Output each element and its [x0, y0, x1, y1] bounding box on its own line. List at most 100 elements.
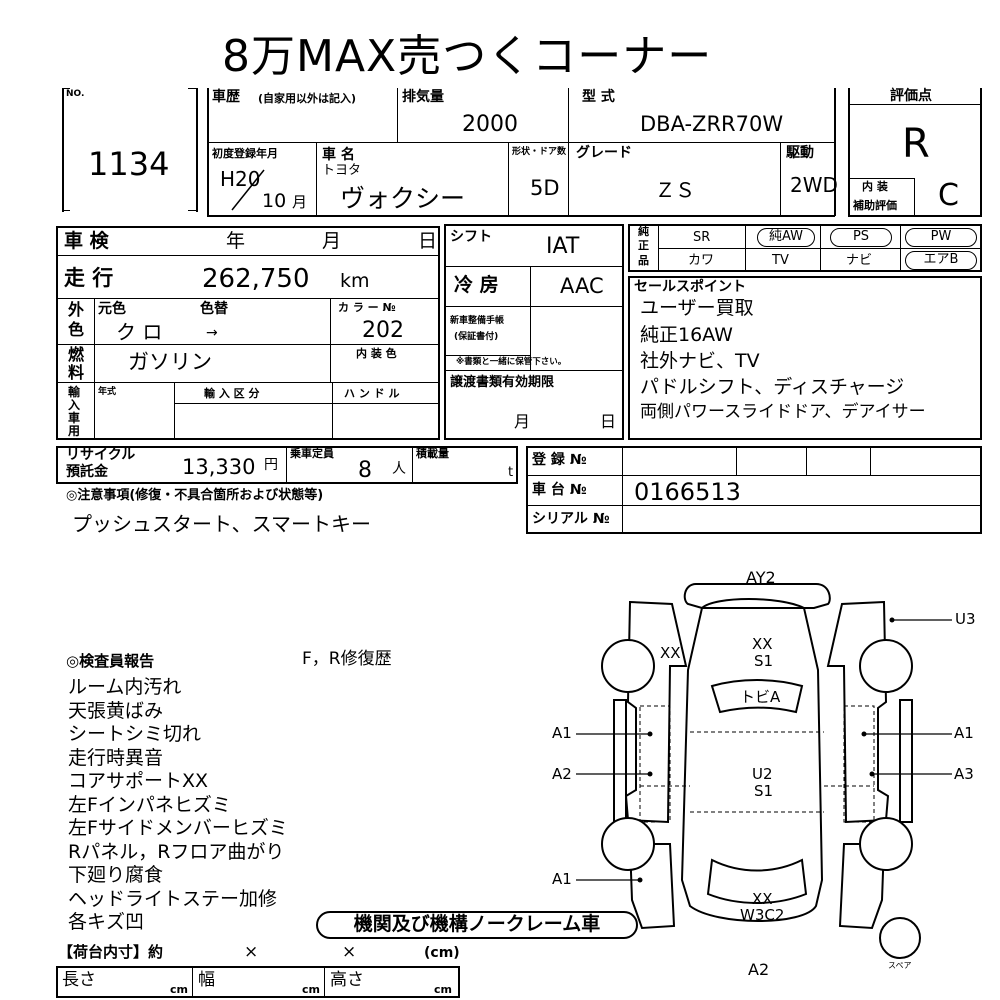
page-title: 8万MAX売つくコーナー [222, 31, 713, 82]
color-code-value: 202 [362, 318, 404, 343]
mileage-value: 262,750 [202, 264, 310, 294]
recycle-value: 13,330 [182, 455, 256, 479]
shift-label: シフト [450, 229, 492, 245]
equip-sr: SR [693, 230, 711, 245]
sales-point-line: ユーザー買取 [640, 297, 754, 319]
cargo-width-label: 幅 [198, 970, 215, 990]
wheels [601, 639, 921, 959]
fuel-label-2: 料 [68, 363, 85, 382]
load-unit: t [508, 465, 514, 480]
equip-navi: ナビ [846, 253, 873, 268]
report-line: ルーム内汚れ [68, 676, 182, 698]
cargo-width-unit: cm [302, 983, 320, 996]
notes-value: プッシュスタート、スマートキー [72, 512, 371, 536]
import-label: 輸入車用 [68, 385, 81, 438]
report-line: 左Fサイドメンバーヒズミ [68, 817, 288, 839]
sales-points-label: セールスポイント [634, 279, 746, 295]
diagram-rear-bottom: A2 [748, 960, 770, 979]
diagram-roof-front-2: S1 [754, 652, 774, 670]
drive-label: 駆動 [786, 145, 814, 161]
capacity-unit: 人 [392, 461, 406, 477]
diagram-front-label: AY2 [746, 568, 776, 587]
cargo-height-label: 高さ [330, 970, 364, 990]
drive-value: 2WD [790, 173, 838, 197]
recycle-label-2: 預託金 [66, 464, 108, 480]
transfer-docs-label: 譲渡書類有効期限 [450, 375, 555, 390]
sales-point-line: 純正16AW [640, 324, 733, 346]
diagram-left-2: A2 [552, 765, 572, 783]
capacity-label: 乗車定員 [290, 447, 334, 460]
first-reg-label: 初度登録年月 [212, 147, 278, 160]
no-value: 1134 [88, 145, 170, 183]
grade-label: グレード [576, 145, 632, 161]
fuel-value: ガソリン [128, 350, 212, 374]
report-line: ヘッドライトステー加修 [68, 887, 278, 910]
cargo-cm-label: (cm) [424, 945, 460, 961]
cargo-length-unit: cm [170, 983, 188, 996]
transfer-docs-month: 月 [514, 412, 531, 431]
first-reg-month-unit: 月 [292, 193, 308, 211]
car-name-label: 車 名 [322, 147, 355, 163]
changed-color-label: 色替 [200, 301, 228, 317]
interior-value: C [938, 178, 959, 213]
panel-dashes [639, 705, 875, 823]
equipment-label-1: 純 [638, 225, 649, 238]
diagram-left-1: A1 [552, 724, 572, 742]
no-label: NO. [66, 89, 85, 99]
mileage-unit: km [340, 270, 370, 292]
equipment-label-3: 品 [638, 254, 649, 267]
load-label: 積載量 [416, 447, 449, 460]
color-code-label: カ ラ ー № [338, 301, 396, 314]
equip-tv: TV [772, 253, 789, 268]
report-line: 天張黄ばみ [68, 699, 164, 722]
service-book-label-1: 新車整備手帳 [450, 316, 505, 326]
equip-airbag: エアB [905, 251, 977, 270]
cargo-length-label: 長さ [62, 970, 96, 990]
callout-dots [637, 617, 895, 883]
diagram-left-3: A1 [552, 870, 572, 888]
diagram-left-front-mark: XX [660, 644, 681, 662]
mileage-label: 走 行 [64, 266, 114, 290]
history-note: (自家用以外は記入) [258, 92, 357, 105]
inspection-day: 日 [418, 230, 438, 252]
callouts [576, 619, 952, 881]
fuel-label-1: 燃 [68, 345, 85, 364]
equipment-label-2: 正 [638, 239, 649, 252]
recycle-unit: 円 [264, 457, 278, 473]
orig-color-label: 元色 [98, 301, 126, 317]
inspection-year: 年 [226, 230, 246, 252]
body-doors-label: 形状・ドア数 [512, 147, 567, 157]
chassis-label: 車 台 № [532, 482, 587, 498]
sales-point-line: 両側パワースライドドア、デアイサー [640, 402, 926, 422]
report-line: コアサポートXX [68, 770, 209, 792]
interior-label-1: 内 装 [862, 180, 888, 193]
cargo-height-unit: cm [434, 983, 452, 996]
cargo-x-2: × [342, 942, 357, 962]
shift-value: IAT [546, 234, 580, 259]
ac-value: AAC [560, 274, 604, 298]
service-book-label-2: (保証書付) [454, 332, 499, 342]
sales-point-line: パドルシフト、ディスチャージ [640, 376, 905, 398]
model-code-label: 型 式 [582, 89, 615, 105]
import-handle-label: ハ ン ド ル [344, 387, 400, 400]
no-claim-stamp: 機関及び機構ノークレーム車 [316, 911, 638, 939]
diagram-center-1: U2 [752, 765, 773, 783]
displacement-label: 排気量 [402, 89, 444, 105]
repair-history: F，R修復歴 [302, 649, 392, 669]
equip-leather: カワ [688, 253, 715, 268]
car-maker: トヨタ [322, 163, 362, 178]
first-reg-month: 10 [262, 190, 287, 212]
diagram-right-front-callout: U3 [955, 610, 976, 628]
cargo-label: 【荷台内寸】約 [58, 943, 164, 961]
diagram-right-2: A3 [954, 765, 974, 783]
body-doors-value: 5D [530, 176, 560, 200]
car-name-value: ヴォクシー [340, 184, 466, 213]
service-book-note: ※書類と一緒に保管下さい。 [456, 357, 567, 367]
evaluation-label: 評価点 [890, 88, 932, 104]
evaluation-score: R [902, 121, 930, 167]
inspector-report-label: ◎検査員報告 [66, 652, 155, 670]
inspection-label: 車 検 [64, 230, 109, 252]
chassis-value: 0166513 [634, 478, 741, 506]
diagram-right-1: A1 [954, 724, 974, 742]
ac-label: 冷 房 [454, 274, 499, 296]
